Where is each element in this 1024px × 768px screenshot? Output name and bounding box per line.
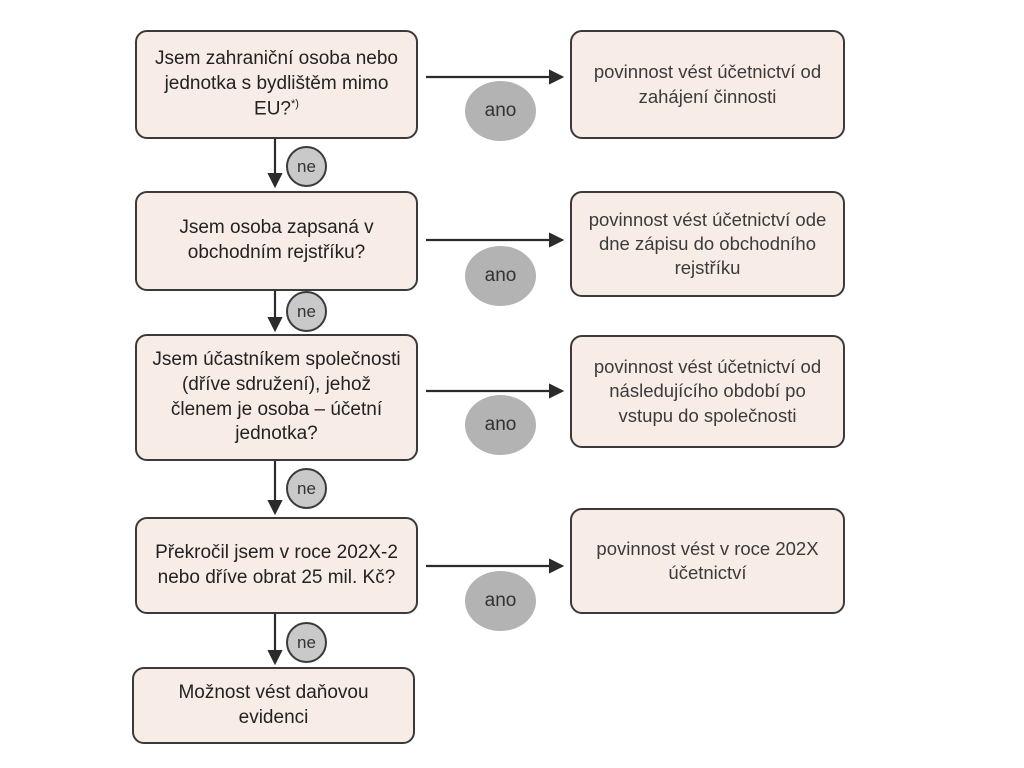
edge-label-yes-3-text: ano (484, 414, 517, 435)
node-question-2[interactable]: Jsem osoba zapsaná v obchodním rejstříku… (135, 191, 418, 291)
edge-label-no-3-text: ne (297, 478, 316, 498)
node-question-4[interactable]: Překročil jsem v roce 202X-2 nebo dříve … (135, 517, 418, 614)
node-question-1[interactable]: Jsem zahraniční osoba nebo jednotka s by… (135, 30, 418, 139)
node-terminal-end-label: Možnost vést daňovou evidenci (178, 681, 369, 728)
edge-label-yes-1-text: ano (484, 100, 517, 121)
edge-label-yes-1: ano (465, 81, 536, 141)
node-question-2-label: Jsem osoba zapsaná v obchodním rejstříku… (179, 217, 374, 263)
edge-label-no-1-text: ne (297, 156, 316, 176)
node-outcome-3[interactable]: povinnost vést účetnictví od následující… (570, 335, 845, 448)
edge-label-yes-2: ano (465, 246, 536, 306)
node-question-3-label: Jsem účastníkem společnosti (dříve sdruž… (152, 349, 401, 445)
node-outcome-1[interactable]: povinnost vést účetnictví od zahájení či… (570, 30, 845, 139)
node-terminal-end[interactable]: Možnost vést daňovou evidenci (132, 667, 415, 744)
edge-label-no-1: ne (286, 146, 327, 187)
edge-label-yes-3: ano (465, 395, 536, 455)
edge-label-no-3: ne (286, 468, 327, 509)
edge-label-no-2-text: ne (297, 301, 316, 321)
node-outcome-2[interactable]: povinnost vést účetnictví ode dne zápisu… (570, 191, 845, 297)
node-outcome-3-label: povinnost vést účetnictví od následující… (593, 356, 822, 426)
edge-label-no-4: ne (286, 622, 327, 663)
node-outcome-4[interactable]: povinnost vést v roce 202X účetnictví (570, 508, 845, 614)
edge-label-yes-4-text: ano (484, 590, 517, 611)
edge-label-no-4-text: ne (297, 632, 316, 652)
edge-label-yes-4: ano (465, 571, 536, 631)
node-outcome-4-label: povinnost vést v roce 202X účetnictví (596, 537, 819, 583)
footnote-marker: *) (291, 97, 299, 110)
node-question-3[interactable]: Jsem účastníkem společnosti (dříve sdruž… (135, 334, 418, 461)
edge-label-yes-2-text: ano (484, 265, 517, 286)
node-question-1-label: Jsem zahraniční osoba nebo jednotka s by… (155, 48, 398, 119)
node-question-4-label: Překročil jsem v roce 202X-2 nebo dříve … (155, 541, 398, 588)
edge-label-no-2: ne (286, 291, 327, 332)
node-outcome-1-label: povinnost vést účetnictví od zahájení či… (593, 61, 822, 107)
node-outcome-2-label: povinnost vést účetnictví ode dne zápisu… (588, 208, 827, 279)
